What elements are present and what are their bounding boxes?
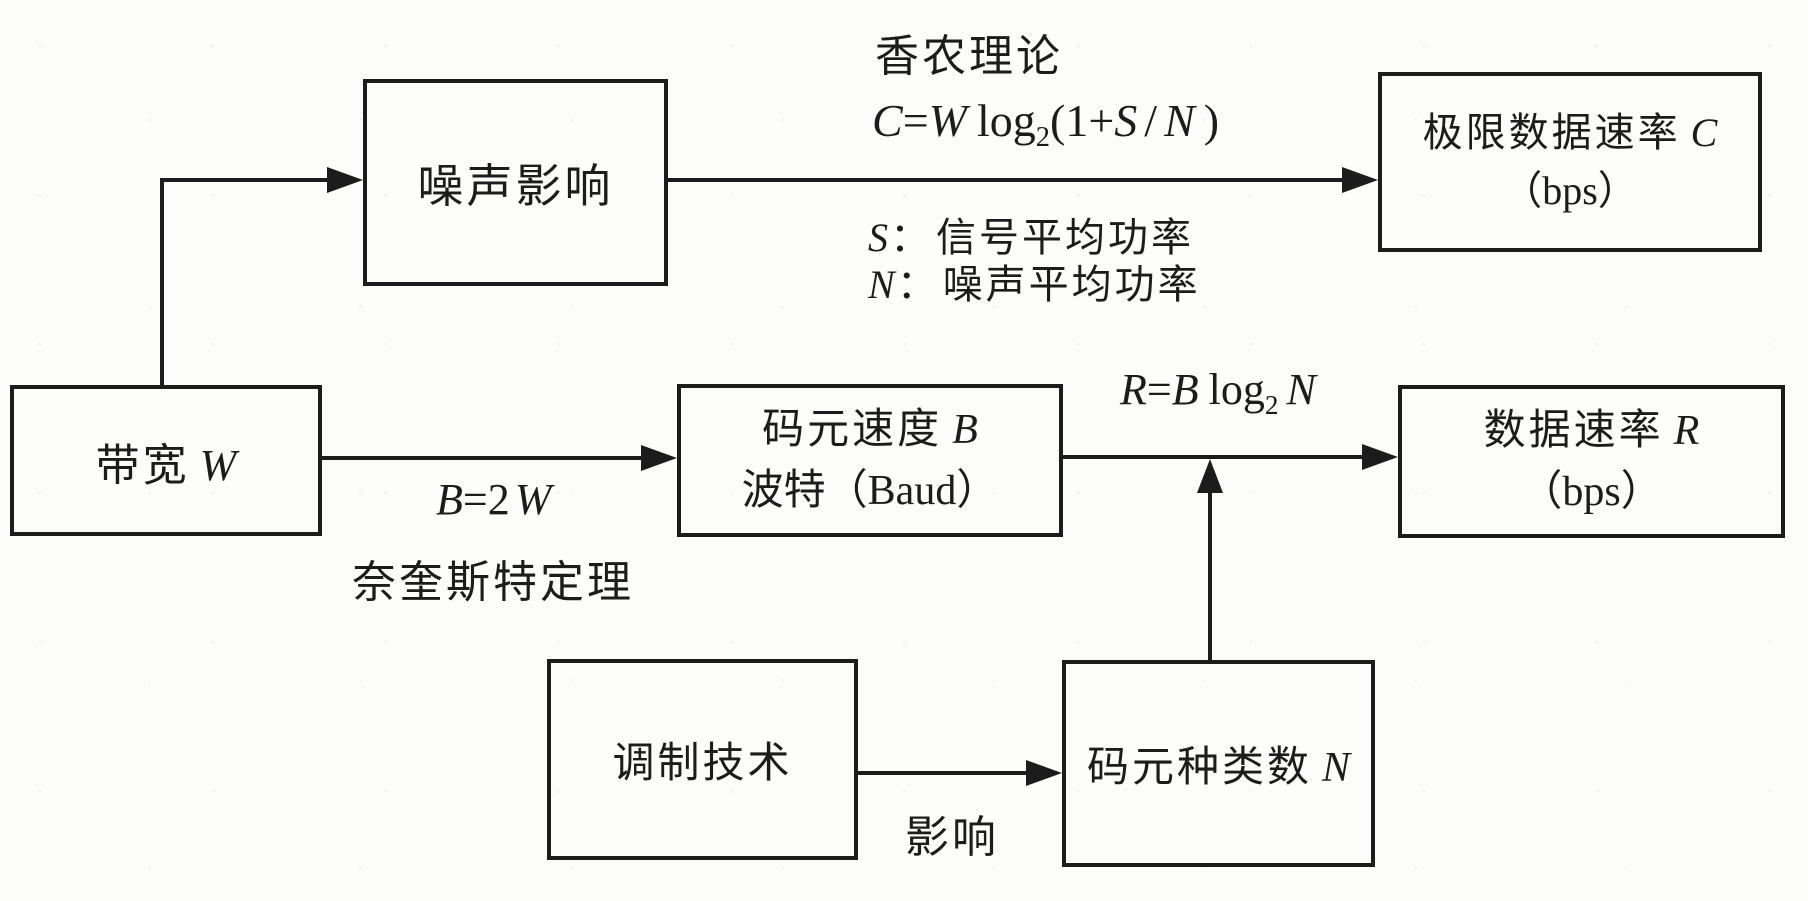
- symbol-types-variable: N: [1322, 745, 1351, 791]
- elbow-horizontal-line: [160, 178, 331, 182]
- nyquist-name-label: 奈奎斯特定理: [352, 558, 634, 607]
- rate-formula-log-base: 2: [1264, 389, 1279, 420]
- shannon-formula-S: S: [1114, 95, 1138, 146]
- noise-power-colon: ：: [896, 262, 937, 307]
- horizontal-line: [858, 771, 1030, 775]
- arrowhead-right-icon: [1026, 760, 1062, 786]
- shannon-formula-C: C: [872, 95, 903, 146]
- limit-data-rate-unit: （bps）: [1502, 168, 1638, 213]
- arrowhead-up-icon: [1197, 459, 1223, 493]
- rate-formula-B: B: [1171, 365, 1199, 414]
- signal-power-colon: ：: [890, 215, 930, 260]
- signal-power-symbol: S: [868, 215, 888, 260]
- rate-formula-R: R: [1120, 365, 1147, 414]
- arrowhead-right-icon: [1342, 167, 1378, 193]
- nyquist-formula-W: W: [514, 475, 552, 524]
- arrowhead-right-icon: [641, 445, 677, 471]
- shannon-title-label: 香农理论: [875, 32, 1063, 81]
- horizontal-line: [668, 178, 1346, 182]
- shannon-formula-log-base: 2: [1035, 122, 1051, 154]
- bandwidth-label-text: 带宽: [95, 440, 190, 490]
- noise-power-note: N：噪声平均功率: [868, 252, 1201, 310]
- rate-formula-equals: =: [1146, 365, 1172, 414]
- limit-data-rate-title-text: 极限数据速率: [1422, 110, 1681, 155]
- rate-formula-N: N: [1286, 365, 1316, 414]
- noise-effect-label: 噪声影响: [417, 160, 614, 212]
- noise-power-text: 噪声平均功率: [942, 262, 1201, 307]
- horizontal-line: [1063, 455, 1366, 459]
- shannon-formula-N: N: [1164, 95, 1195, 146]
- baud-rate-variable: B: [952, 406, 978, 453]
- shannon-formula-slash: /: [1144, 95, 1158, 146]
- signal-power-note: S：信号平均功率: [868, 205, 1194, 263]
- arrowhead-right-icon: [327, 167, 363, 193]
- horizontal-line: [322, 456, 645, 460]
- shannon-formula-close: ): [1203, 95, 1220, 146]
- signal-power-text: 信号平均功率: [936, 215, 1194, 260]
- shannon-formula-W: W: [928, 95, 967, 146]
- noise-effect-box: 噪声影响: [363, 79, 668, 286]
- vertical-line: [1208, 488, 1212, 660]
- shannon-formula-open: (1+: [1050, 95, 1115, 146]
- elbow-vertical-line: [160, 178, 164, 387]
- limit-data-rate-variable: C: [1690, 110, 1718, 155]
- data-rate-unit: （bps）: [1520, 468, 1663, 515]
- data-rate-variable: R: [1673, 407, 1700, 454]
- baud-rate-title-text: 码元速度: [762, 406, 943, 453]
- data-rate-title-text: 数据速率: [1483, 407, 1664, 454]
- shannon-formula-log: log: [976, 95, 1036, 146]
- rate-formula-log: log: [1208, 365, 1265, 414]
- modulation-box: 调制技术: [547, 659, 858, 860]
- arrowhead-right-icon: [1362, 444, 1398, 470]
- baud-rate-unit: 波特（Baud）: [741, 467, 999, 514]
- shannon-formula-equals: =: [902, 95, 929, 146]
- noise-power-symbol: N: [868, 262, 895, 307]
- impact-label: 影响: [905, 813, 999, 862]
- nyquist-formula-equals: =2: [462, 475, 510, 524]
- symbol-types-label-text: 码元种类数: [1086, 745, 1312, 791]
- modulation-label: 调制技术: [612, 741, 793, 787]
- nyquist-formula-B: B: [436, 475, 463, 524]
- bandwidth-variable: W: [199, 440, 237, 490]
